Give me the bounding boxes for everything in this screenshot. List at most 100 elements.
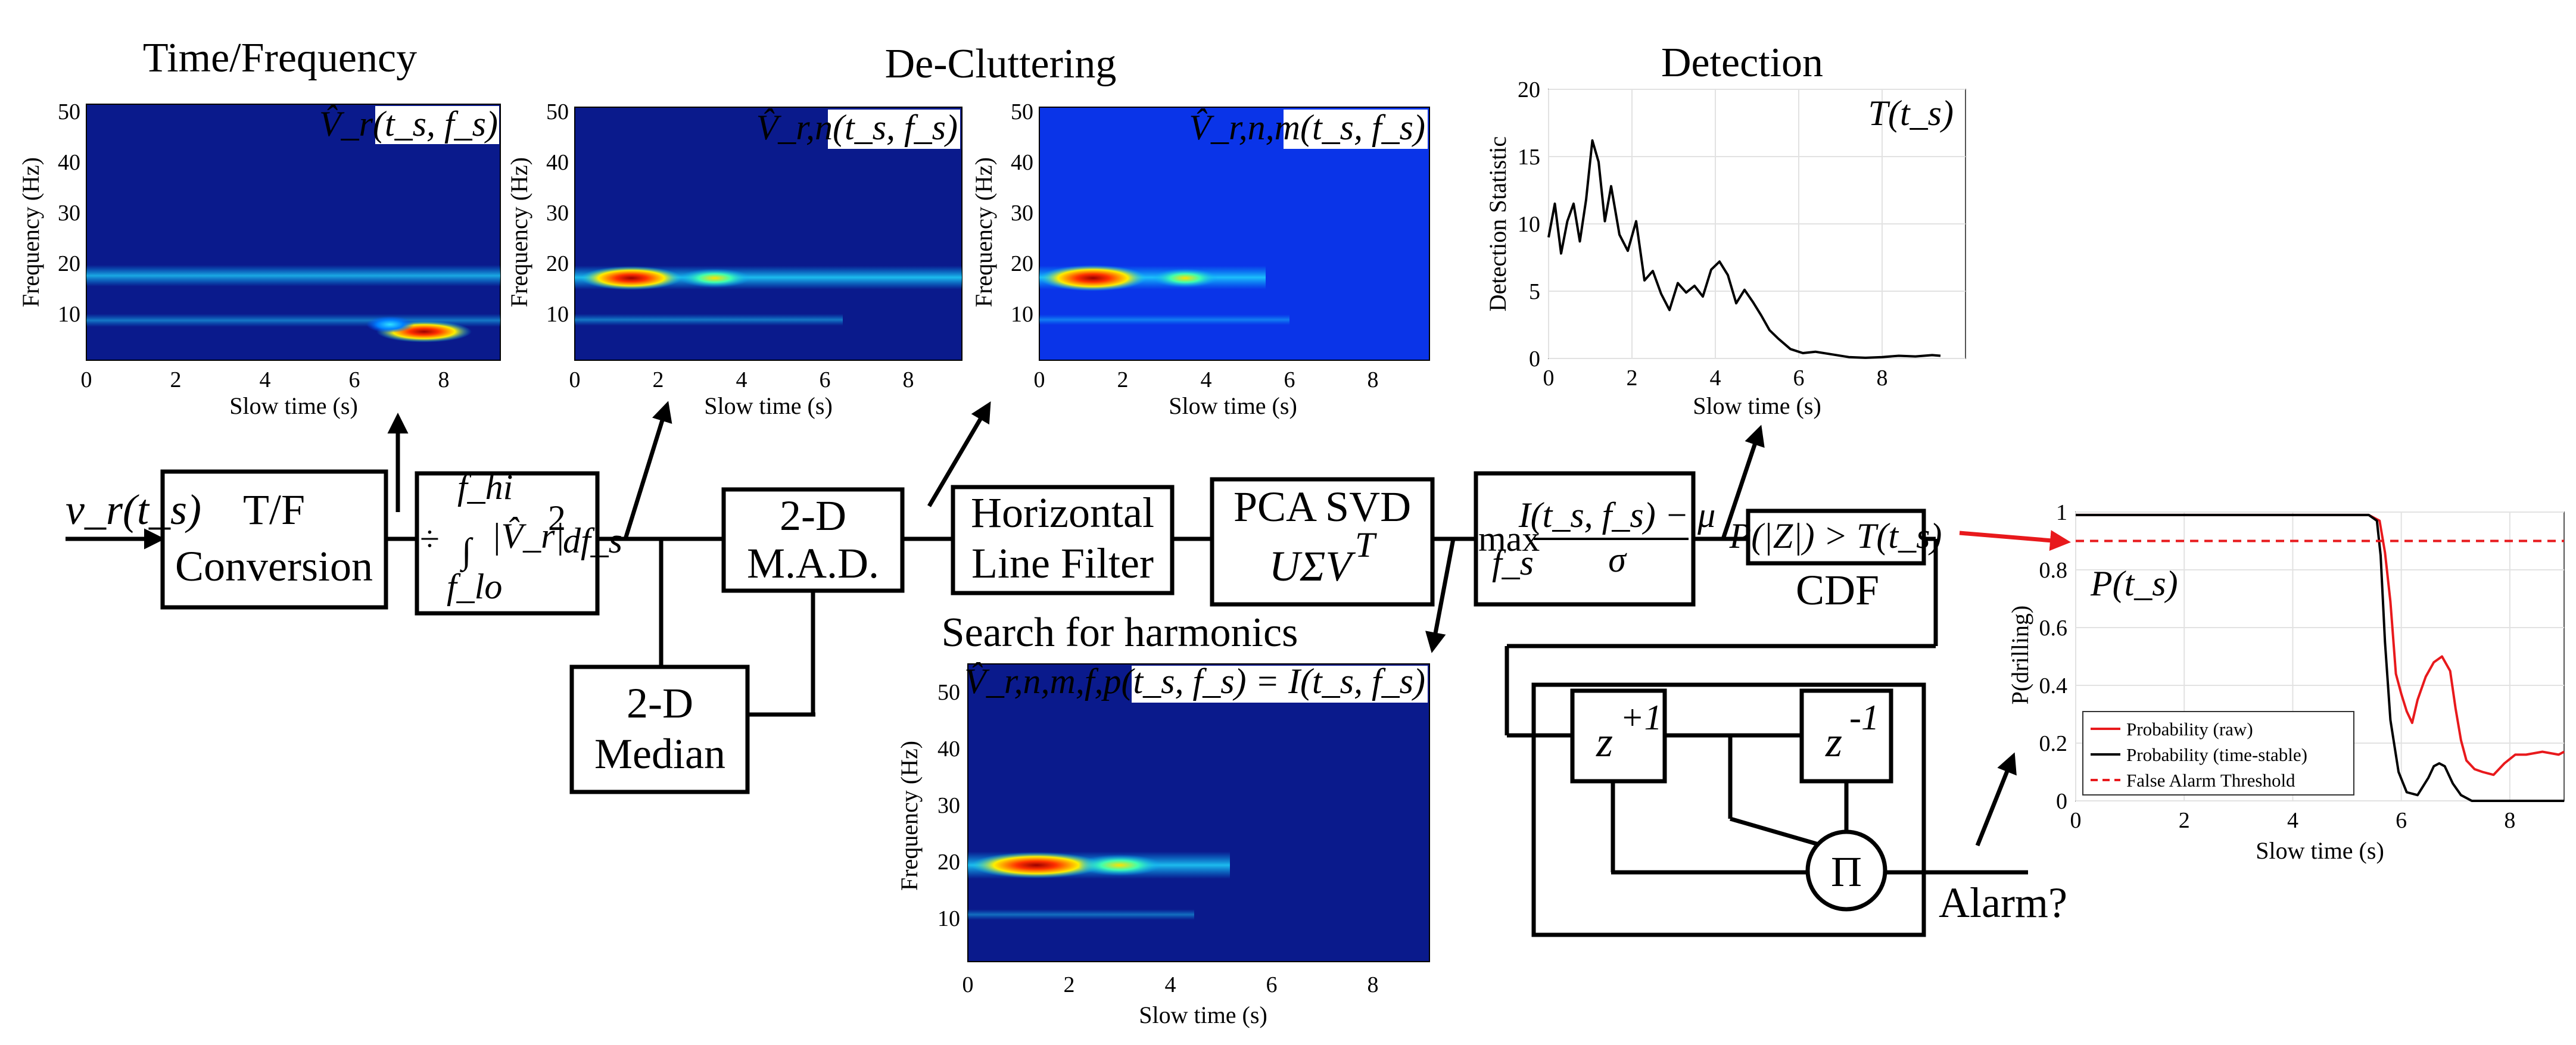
legend-box xyxy=(2082,711,2354,796)
probability-chart-label: P(t_s) xyxy=(2090,564,2178,603)
y-tick: 40 xyxy=(58,150,80,175)
probability-chart-ylabel: P(drilling) xyxy=(2007,606,2033,705)
x-tick: 2 xyxy=(2179,808,2190,833)
title-search-harmonics: Search for harmonics xyxy=(942,610,1298,656)
y-tick: 30 xyxy=(1011,201,1033,226)
y-tick: 20 xyxy=(1518,77,1540,102)
y-tick: 30 xyxy=(58,201,80,226)
x-tick: 0 xyxy=(2070,808,2082,833)
y-tick: 40 xyxy=(1011,150,1033,175)
detection-chart-xlabel: Slow time (s) xyxy=(1693,392,1821,419)
max-operator: max xyxy=(1478,519,1540,559)
spectrogram-2-yticks: 10 20 30 40 50 xyxy=(546,99,569,327)
median-label-1: 2-D xyxy=(627,679,693,727)
spectrogram-4-yticks: 10 20 30 40 50 xyxy=(937,680,960,931)
norm-lower-limit: f_lo xyxy=(447,567,502,606)
x-tick: 8 xyxy=(438,367,450,392)
title-de-cluttering: De-Cluttering xyxy=(885,41,1117,87)
spectrogram-2-xticks: 0 2 4 6 8 xyxy=(569,367,914,392)
x-tick: 0 xyxy=(1543,366,1555,391)
x-tick: 4 xyxy=(2287,808,2298,833)
legend-item-stable: Probability (time-stable) xyxy=(2126,744,2307,765)
spectrogram-4-label-box xyxy=(1132,666,1428,703)
x-tick: 8 xyxy=(903,367,914,392)
y-tick: 15 xyxy=(1518,145,1540,170)
y-tick: 10 xyxy=(1011,302,1033,327)
spectrogram-2-hotspot xyxy=(581,266,682,290)
x-tick: 6 xyxy=(2396,808,2407,833)
spectrogram-2-label: V̂_r,n(t_s, f_s) xyxy=(756,108,958,147)
spectrogram-1-label: V̂_r(t_s, f_s) xyxy=(319,104,498,144)
tf-conversion-block xyxy=(160,469,388,610)
arrow-to-detection-chart xyxy=(1721,425,1765,540)
norm-divide-sign: ÷ xyxy=(420,519,440,559)
x-tick: 4 xyxy=(736,367,747,392)
x-tick: 6 xyxy=(1284,367,1295,392)
probability-chart-series xyxy=(2076,513,2565,802)
spectrogram-3-xticks: 0 2 4 6 8 xyxy=(1034,367,1379,392)
title-time-frequency: Time/Frequency xyxy=(143,35,417,81)
norm-upper-limit: f_hi xyxy=(457,467,513,507)
spectrogram-3: V̂_r,n,m(t_s, f_s) Frequency (Hz) Slow t… xyxy=(970,99,1430,419)
x-tick: 0 xyxy=(1034,367,1045,392)
pca-label-2: UΣV xyxy=(1269,542,1356,590)
y-tick: 0.2 xyxy=(2039,731,2068,756)
x-tick: 2 xyxy=(1117,367,1129,392)
norm-power: 2 xyxy=(548,498,566,538)
mad-block xyxy=(721,487,905,593)
y-tick: 1 xyxy=(2056,500,2067,525)
alarm-label: Alarm? xyxy=(1939,879,2067,927)
legend-item-raw: Probability (raw) xyxy=(2126,719,2253,740)
spectrogram-3-band-8hz xyxy=(1039,314,1289,325)
x-tick: 0 xyxy=(569,367,581,392)
x-tick: 8 xyxy=(1368,367,1379,392)
series-line-0 xyxy=(1547,139,1941,359)
z-plus-exponent: +1 xyxy=(1620,698,1662,737)
y-tick: 50 xyxy=(58,99,80,124)
max-denominator: σ xyxy=(1608,540,1627,579)
series-line-1 xyxy=(2076,513,2564,802)
x-tick: 2 xyxy=(1627,366,1638,391)
spectrogram-3-warm xyxy=(1152,269,1218,288)
spectrogram-1-yticks: 10 20 30 40 50 xyxy=(58,99,80,327)
median-block xyxy=(569,665,750,794)
feedback-box xyxy=(1531,682,1926,937)
y-tick: 10 xyxy=(1518,212,1540,237)
arrow-to-spectrogram-2 xyxy=(623,401,672,540)
norm-integral-sign: ∫ xyxy=(460,531,474,573)
spectrogram-3-label: V̂_r,n,m(t_s, f_s) xyxy=(1189,108,1425,147)
arrow-to-spectrogram-3 xyxy=(927,401,991,507)
x-tick: 6 xyxy=(1793,366,1805,391)
x-tick: 8 xyxy=(2504,808,2515,833)
input-signal-label: v_r(t_s) xyxy=(66,486,201,534)
x-tick: 6 xyxy=(820,367,831,392)
spectrogram-1-xlabel: Slow time (s) xyxy=(229,392,358,419)
spectrogram-1-blob xyxy=(366,316,414,333)
probability-chart-legend: Probability (raw) Probability (time-stab… xyxy=(2082,711,2354,796)
detection-chart-ylabel: Detection Statistic xyxy=(1484,136,1511,311)
y-tick: 10 xyxy=(546,302,569,327)
spectrogram-4-band-8hz xyxy=(968,909,1194,920)
y-tick: 50 xyxy=(546,99,569,124)
spectrogram-4-hotspot xyxy=(971,852,1102,878)
spectrogram-3-xlabel: Slow time (s) xyxy=(1169,392,1297,419)
y-tick: 10 xyxy=(58,302,80,327)
spectrogram-1-ylabel: Frequency (Hz) xyxy=(17,157,44,307)
y-tick: 50 xyxy=(937,680,960,705)
x-tick: 0 xyxy=(963,972,974,997)
spectrogram-4: V̂_r,n,m,f,p(t_s, f_s) = I(t_s, f_s) Fre… xyxy=(896,662,1430,1028)
x-tick: 8 xyxy=(1368,972,1379,997)
spectrogram-3-label-box xyxy=(1284,110,1428,149)
x-tick: 4 xyxy=(1201,367,1212,392)
hfilter-label-1: Horizontal xyxy=(971,489,1154,536)
pca-power: T xyxy=(1355,525,1377,564)
spectrogram-3-ylabel: Frequency (Hz) xyxy=(970,157,997,307)
spectrogram-3-hotspot xyxy=(1039,265,1147,291)
x-tick: 6 xyxy=(1266,972,1278,997)
detection-chart-grid xyxy=(1548,89,1966,359)
mad-label-1: 2-D xyxy=(780,492,846,539)
x-tick: 0 xyxy=(81,367,92,392)
pca-label-1: PCA SVD xyxy=(1234,483,1411,531)
